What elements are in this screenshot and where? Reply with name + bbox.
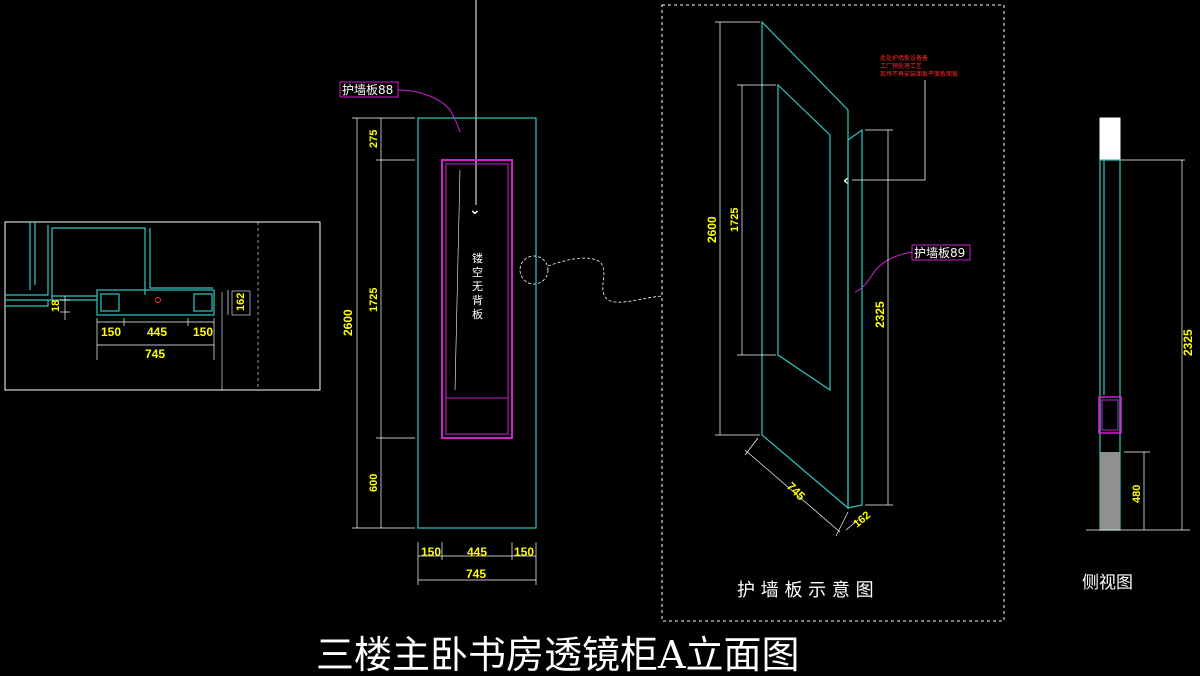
- mirror-frame-outer: [441, 159, 513, 439]
- svg-text:工厂预处理工艺: 工厂预处理工艺: [880, 62, 922, 70]
- plan-dimension-lines: [60, 290, 229, 360]
- red-notes: 此处护墙板设备备 工厂预处理工艺 现场不再安装面板平面板面板: [880, 54, 958, 78]
- side-dim-2325: 2325: [1181, 329, 1195, 356]
- detail-dim-lines: [715, 21, 893, 537]
- elev-dim-150-left: 150: [421, 545, 441, 559]
- svg-text:此处护墙板设备备: 此处护墙板设备备: [880, 54, 928, 62]
- detail-callout-circle: [519, 255, 549, 285]
- plan-dim-162: 162: [235, 293, 247, 311]
- detail-callout-line: [547, 257, 663, 303]
- plan-view: 18 162 150 445 150 745: [4, 221, 321, 391]
- elevation-horizontal-dim-lines: [417, 542, 537, 585]
- plan-dim-745: 745: [145, 347, 165, 361]
- svg-text:现场不再安装面板平面板面板: 现场不再安装面板平面板面板: [880, 70, 958, 78]
- elevation-vertical-dim-lines: [352, 117, 415, 529]
- svg-text:无: 无: [472, 280, 483, 293]
- elev-dim-600: 600: [368, 474, 380, 492]
- svg-text:背: 背: [472, 293, 483, 307]
- detail-dim-162: 162: [851, 509, 873, 530]
- side-top-block: [1099, 117, 1121, 161]
- side-caption: 侧视图: [1082, 573, 1133, 593]
- detail-dim-745: 745: [784, 479, 808, 503]
- elev-dim-1725: 1725: [368, 288, 380, 312]
- arrow-down-icon: ⌄: [469, 202, 481, 218]
- elev-dim-2600: 2600: [341, 309, 355, 336]
- elev-dim-445: 445: [467, 545, 487, 559]
- plan-dim-18: 18: [50, 300, 62, 312]
- wall-panel-detail: ‹ 此处护墙板设备备 工厂预处理工艺 现场不再安装面板平面板面板 护墙板89 2…: [661, 4, 1005, 622]
- lower-drawer: [445, 397, 509, 435]
- detail-frame: [661, 4, 1005, 622]
- elev-dim-275: 275: [368, 130, 380, 148]
- side-view: 2325 480 侧视图: [1082, 117, 1195, 593]
- cabinet-elevation: ⌄ 镂 空 无 背 板 护墙板88 2600 275 1725 600: [339, 0, 663, 585]
- detail-dim-2600: 2600: [705, 216, 719, 243]
- plan-red-marker: [155, 297, 161, 303]
- plan-cabinet: [52, 289, 215, 316]
- arrow-left-icon: ‹: [843, 173, 849, 189]
- plan-dim-150-left: 150: [101, 325, 121, 339]
- elev-dim-150-right: 150: [514, 545, 534, 559]
- plan-dim-445: 445: [147, 325, 167, 339]
- detail-caption: 护 墙 板 示 意 图: [737, 580, 874, 601]
- side-base-shaded: [1100, 452, 1120, 530]
- svg-text:镂: 镂: [472, 252, 483, 265]
- svg-text:空: 空: [472, 265, 483, 279]
- side-dim-480: 480: [1131, 485, 1143, 503]
- panel-isometric: [761, 20, 863, 510]
- tag-wall-panel-89: 护墙板89: [914, 246, 965, 260]
- cabinet-outline: [417, 117, 537, 529]
- plan-walls: [5, 222, 213, 307]
- page-title: 三楼主卧书房透镜柜A立面图: [316, 633, 799, 676]
- elev-dim-745: 745: [466, 567, 486, 581]
- hollow-note: 镂 空 无 背 板: [472, 252, 483, 321]
- plan-dim-150-right: 150: [193, 325, 213, 339]
- detail-dim-1725: 1725: [729, 208, 741, 232]
- svg-text:板: 板: [472, 307, 483, 321]
- detail-dim-2325: 2325: [873, 301, 887, 328]
- tag-wall-panel-88: 护墙板88: [342, 83, 393, 97]
- side-drawer: [1098, 396, 1122, 434]
